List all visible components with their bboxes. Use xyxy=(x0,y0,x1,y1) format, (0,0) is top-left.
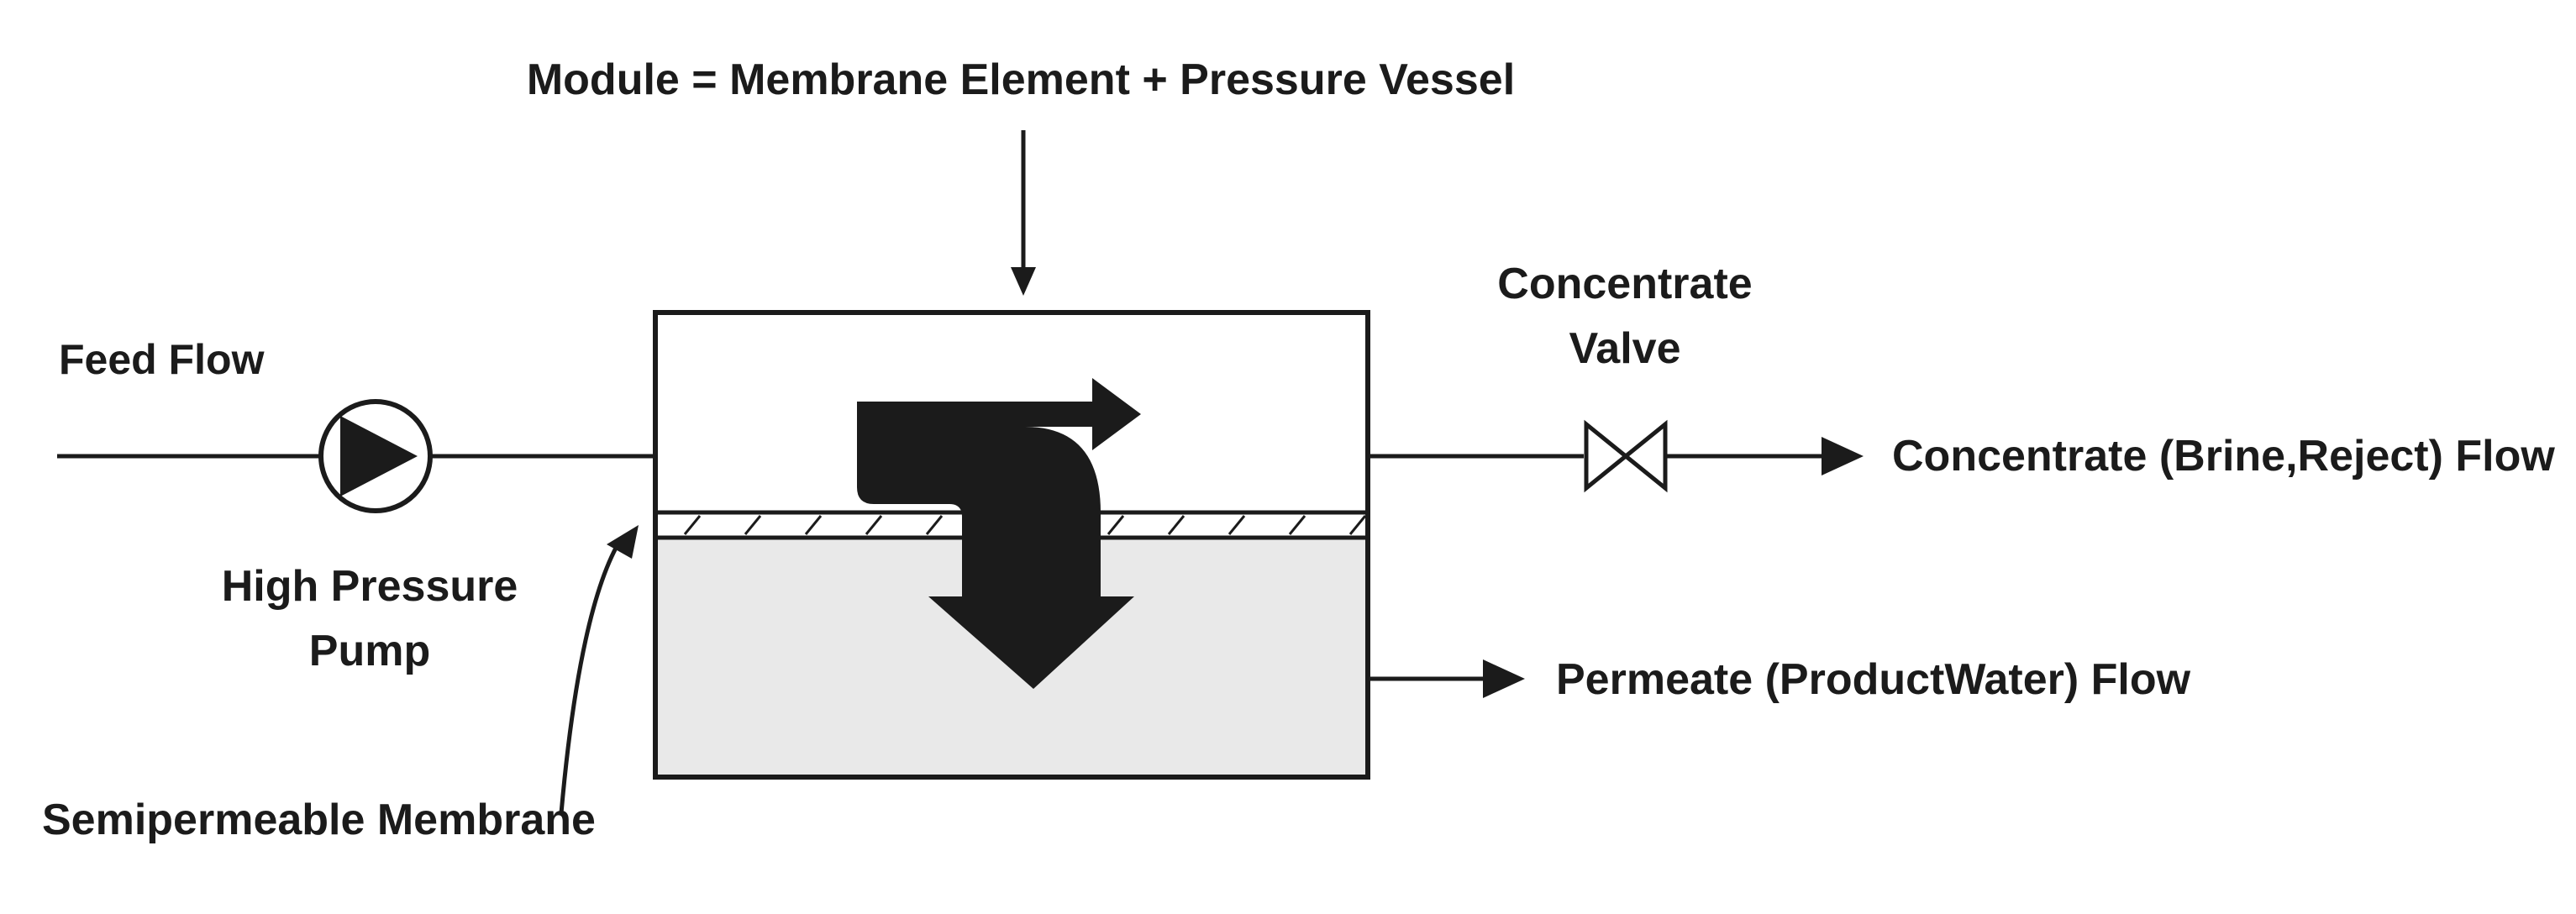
membrane-hatch-mark xyxy=(1228,515,1246,535)
membrane-hatch-mark xyxy=(744,515,762,535)
valve-label-line1: Concentrate xyxy=(1497,260,1752,308)
membrane-hatch-mark xyxy=(865,515,883,535)
membrane-hatch-mark xyxy=(1288,515,1306,535)
concentrate-arrowhead xyxy=(1822,437,1864,475)
module-pointer-arrow xyxy=(1011,130,1036,296)
permeate-flow-label: Permeate (ProductWater) Flow xyxy=(1556,655,2191,704)
membrane-hatch-mark xyxy=(925,515,944,535)
module-label: Module = Membrane Element + Pressure Ves… xyxy=(527,55,1515,104)
membrane-hatch-mark xyxy=(683,515,702,535)
membrane-pointer-arrow xyxy=(559,525,639,814)
concentrate-flow-label: Concentrate (Brine,Reject) Flow xyxy=(1892,432,2555,481)
pump-label-line2: Pump xyxy=(309,627,430,675)
feed-flow-label: Feed Flow xyxy=(59,336,265,383)
pump-label-line1: High Pressure xyxy=(222,562,518,611)
membrane-hatch-mark xyxy=(1348,515,1367,535)
membrane-hatch-mark xyxy=(1167,515,1185,535)
vessel-outline xyxy=(653,310,1370,780)
membrane-hatch-mark xyxy=(1107,515,1125,535)
flow-split-arrow-icon xyxy=(857,378,1141,689)
membrane-label: Semipermeable Membrane xyxy=(42,796,596,844)
valve-label-line2: Valve xyxy=(1569,324,1680,373)
membrane-hatch-mark xyxy=(804,515,823,535)
high-pressure-pump-icon xyxy=(318,399,433,513)
permeate-arrowhead xyxy=(1483,659,1525,698)
